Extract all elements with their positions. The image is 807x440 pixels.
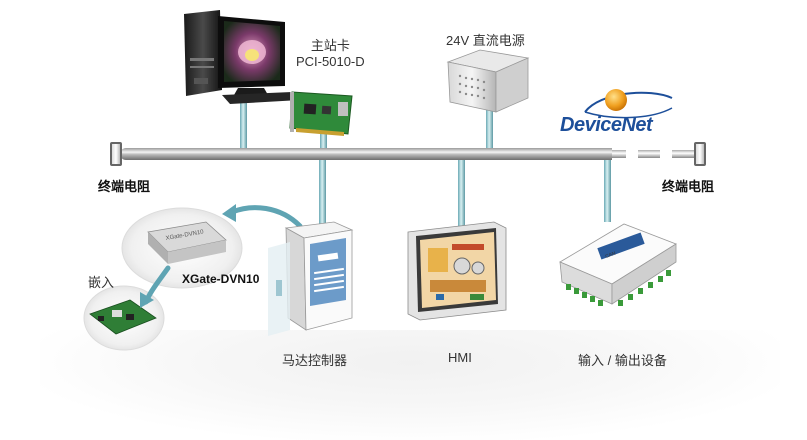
power-supply-label: 24V 直流电源	[446, 33, 525, 48]
devicenet-logo-text: DeviceNet	[560, 114, 653, 136]
hmi-label: HMI	[448, 350, 472, 365]
devicenet-bus	[120, 148, 700, 160]
pc-computer-icon	[184, 10, 300, 104]
bus-seg-a	[612, 150, 626, 158]
embed-label: 嵌入	[88, 275, 115, 290]
master-card-label-line1: 主站卡	[310, 38, 350, 53]
io-device-icon: CAN	[559, 223, 677, 306]
floor-shadow	[40, 330, 780, 440]
terminator-right-label: 终端电阻	[662, 179, 715, 194]
master-card-label: 主站卡 PCI-5010-D	[296, 38, 365, 70]
power-supply-icon	[446, 49, 530, 113]
terminator-right-icon	[694, 142, 706, 166]
bus-seg-c	[672, 150, 694, 158]
motor-controller-label: 马达控制器	[282, 353, 348, 368]
svg-text:CAN: CAN	[605, 250, 617, 259]
drop-cable-motor	[319, 160, 326, 226]
hmi-panel-icon	[407, 221, 507, 321]
master-card-label-line2: PCI-5010-D	[296, 54, 365, 69]
master-card-pci-icon	[289, 91, 353, 136]
devicenet-logo-icon	[584, 89, 673, 119]
motor-controller-icon	[268, 221, 354, 336]
bus-seg-b	[638, 150, 660, 158]
drop-cable-power	[486, 110, 493, 150]
xgate-module-bubble: XGate-DVN10	[121, 207, 243, 289]
drop-cable-pc	[240, 98, 247, 150]
drop-cable-hmi	[458, 160, 465, 228]
io-device-label: 输入 / 输出设备	[578, 353, 667, 368]
terminator-left-icon	[110, 142, 122, 166]
drop-cable-master-card	[320, 130, 327, 150]
drop-cable-io	[604, 160, 611, 222]
terminator-left-label: 终端电阻	[98, 179, 151, 194]
module-name-label: XGate-DVN10	[182, 272, 260, 286]
